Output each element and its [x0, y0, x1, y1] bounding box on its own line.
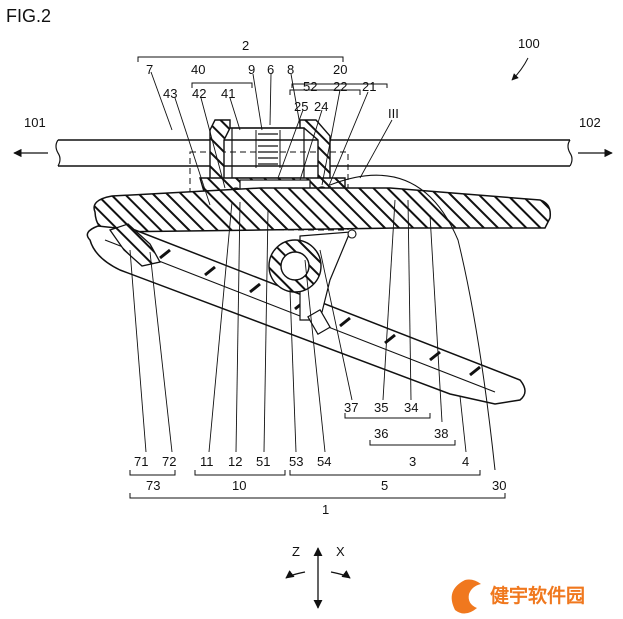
label-72: 72 — [162, 454, 176, 469]
label-43: 43 — [163, 86, 177, 101]
label-24: 24 — [314, 99, 328, 114]
axis-x-label: X — [336, 544, 345, 559]
watermark: 健宇软件园 — [451, 579, 585, 614]
figure-title: FIG.2 — [6, 6, 51, 26]
label-22: 22 — [333, 79, 347, 94]
axis-indicator: Z X — [285, 544, 351, 609]
axis-z-label: Z — [292, 544, 300, 559]
label-37: 37 — [344, 400, 358, 415]
label-20: 20 — [333, 62, 347, 77]
label-42: 42 — [192, 86, 206, 101]
label-4: 4 — [462, 454, 469, 469]
label-8: 8 — [287, 62, 294, 77]
label-6: 6 — [267, 62, 274, 77]
label-21: 21 — [362, 79, 376, 94]
label-25: 25 — [294, 99, 308, 114]
pivot-assembly — [268, 229, 357, 335]
label-7: 7 — [146, 62, 153, 77]
arc-30 — [329, 174, 496, 471]
label-52: 52 — [303, 79, 317, 94]
top-brackets — [137, 56, 388, 95]
label-71: 71 — [134, 454, 148, 469]
leader-lines — [129, 71, 467, 453]
label-9: 9 — [248, 62, 255, 77]
assembly-label: 100 — [518, 36, 540, 51]
label-iii: III — [388, 106, 399, 121]
label-73: 73 — [146, 478, 160, 493]
label-11: 11 — [200, 454, 214, 469]
reference-labels: 2 7 40 9 6 8 20 43 42 41 52 22 21 25 24 … — [24, 38, 601, 517]
assembly-arrow — [511, 57, 529, 81]
rod — [55, 139, 573, 167]
label-38: 38 — [434, 426, 448, 441]
label-102: 102 — [579, 115, 601, 130]
label-40: 40 — [191, 62, 205, 77]
label-53: 53 — [289, 454, 303, 469]
watermark-logo — [451, 579, 481, 614]
watermark-text: 健宇软件园 — [490, 584, 585, 607]
label-1: 1 — [322, 502, 329, 517]
label-54: 54 — [317, 454, 331, 469]
label-36: 36 — [374, 426, 388, 441]
label-3: 3 — [409, 454, 416, 469]
label-30: 30 — [492, 478, 506, 493]
bottom-brackets — [129, 413, 506, 499]
label-35: 35 — [374, 400, 388, 415]
label-12: 12 — [228, 454, 242, 469]
main-lever-body — [93, 187, 552, 233]
upper-housing — [209, 119, 331, 181]
label-101: 101 — [24, 115, 46, 130]
label-51: 51 — [256, 454, 270, 469]
label-34: 34 — [404, 400, 418, 415]
label-41: 41 — [221, 86, 235, 101]
label-10: 10 — [232, 478, 246, 493]
label-2: 2 — [242, 38, 249, 53]
hook-part — [108, 223, 161, 267]
label-5: 5 — [381, 478, 388, 493]
